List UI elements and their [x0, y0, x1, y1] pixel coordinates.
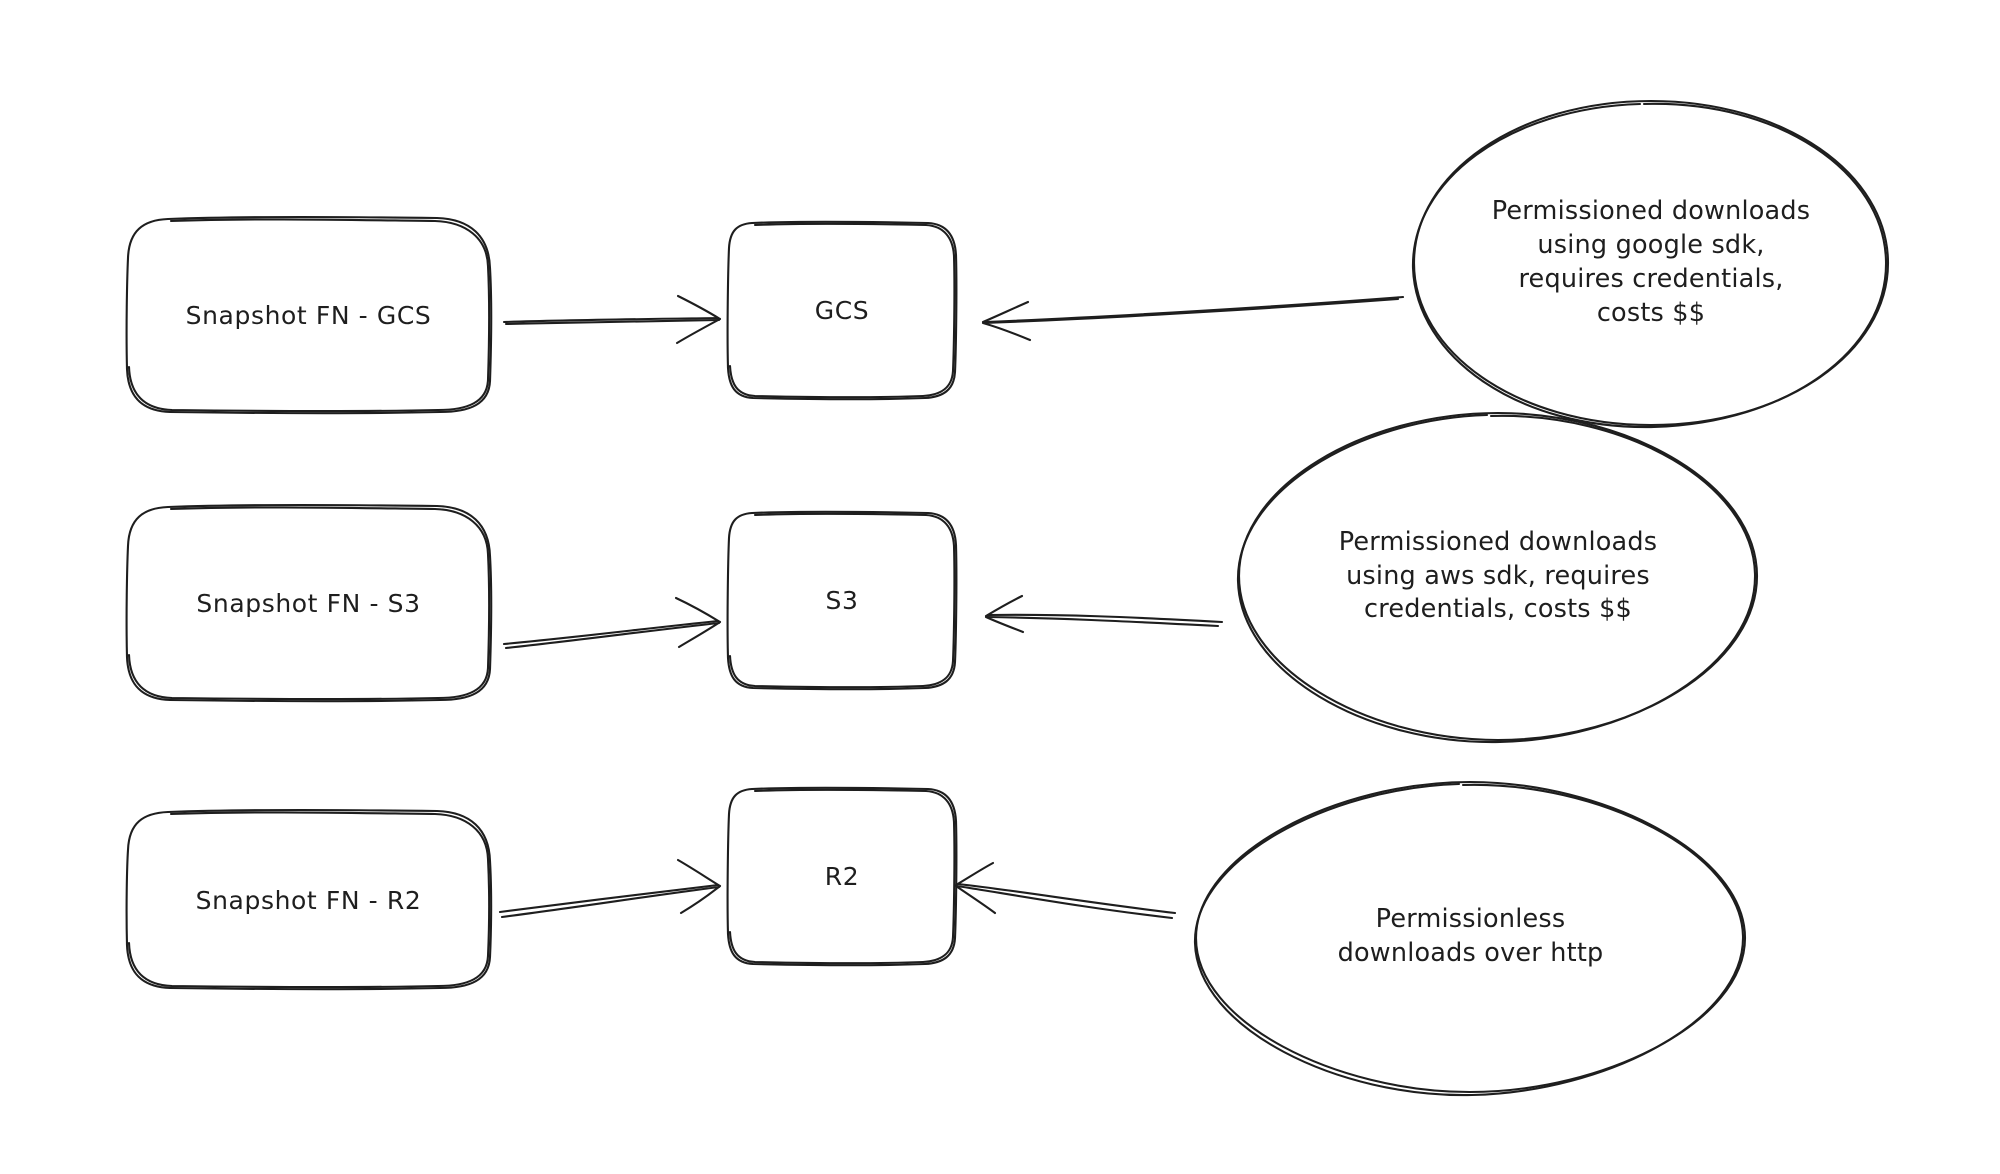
node-s3-shape[interactable] — [726, 510, 958, 691]
node-snapshot-fn-gcs-shape[interactable] — [125, 215, 493, 415]
note-r2-shape[interactable] — [1193, 780, 1747, 1097]
connector-snapshot-fn-r2-to-r2[interactable] — [498, 858, 722, 919]
connector-snapshot-fn-s3-to-s3[interactable] — [502, 596, 722, 650]
node-gcs-shape[interactable] — [726, 220, 958, 401]
node-r2-shape[interactable] — [726, 786, 958, 967]
note-s3-shape[interactable] — [1236, 411, 1759, 744]
connector-note-r2-to-r2[interactable] — [954, 861, 1177, 920]
connector-note-gcs-to-gcs[interactable] — [981, 295, 1405, 342]
note-gcs-shape[interactable] — [1411, 99, 1890, 429]
connector-note-s3-to-s3[interactable] — [984, 594, 1224, 634]
node-snapshot-fn-r2-shape[interactable] — [125, 808, 493, 991]
node-snapshot-fn-s3-shape[interactable] — [125, 503, 493, 703]
connector-snapshot-fn-gcs-to-gcs[interactable] — [502, 294, 722, 345]
